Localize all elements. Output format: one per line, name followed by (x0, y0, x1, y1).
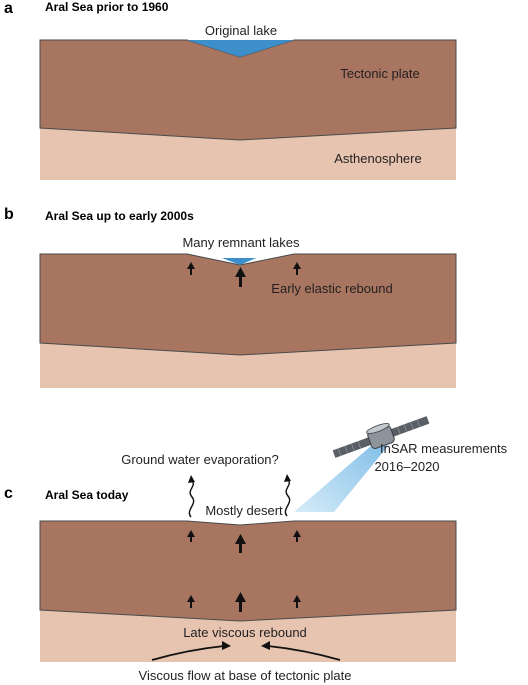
small-up-arrow-icon (293, 530, 301, 542)
small-up-arrow-icon (293, 595, 301, 608)
insar-label-line2: 2016–2020 (374, 459, 439, 474)
mostly-desert-label: Mostly desert (205, 503, 283, 518)
original-lake-label: Original lake (205, 23, 277, 38)
panel-c-title: Aral Sea today (45, 488, 129, 502)
insar-label-line1: InSAR measurements (380, 441, 508, 456)
tectonic-plate-label: Tectonic plate (340, 66, 420, 81)
wavy-up-arrow-icon (188, 475, 195, 518)
remnant-lakes-label: Many remnant lakes (182, 235, 300, 250)
panel-a-letter: a (4, 0, 13, 17)
panel-a: a Aral Sea prior to 1960 Original lake T… (4, 0, 457, 180)
asthenosphere-label: Asthenosphere (334, 151, 421, 166)
wavy-up-arrow-icon (284, 474, 291, 517)
tectonic-plate-b (39, 253, 457, 356)
late-viscous-rebound-label: Late viscous rebound (183, 625, 307, 640)
small-up-arrow-icon (187, 262, 195, 275)
original-lake-shape (187, 40, 294, 57)
panel-b-title: Aral Sea up to early 2000s (45, 209, 194, 223)
viscous-flow-label: Viscous flow at base of tectonic plate (139, 668, 352, 683)
small-up-arrow-icon (187, 530, 195, 542)
large-up-arrow-icon (235, 267, 246, 287)
tectonic-plate-c (39, 520, 457, 622)
large-up-arrow-icon (235, 592, 246, 612)
remnant-lake-shape (222, 258, 256, 265)
panel-b-letter: b (4, 206, 14, 223)
early-rebound-label: Early elastic rebound (271, 281, 392, 296)
viscous-flow-arrow-left-icon (151, 641, 231, 661)
evaporation-label: Ground water evaporation? (121, 452, 279, 467)
insar-beam (294, 440, 388, 512)
panel-b: b Aral Sea up to early 2000s Many remnan… (4, 206, 457, 388)
small-up-arrow-icon (293, 262, 301, 275)
panel-a-title: Aral Sea prior to 1960 (45, 0, 169, 14)
satellite-icon (332, 416, 430, 458)
panel-c-letter: c (4, 485, 13, 502)
small-up-arrow-icon (187, 595, 195, 608)
large-up-arrow-icon (235, 534, 246, 553)
panel-c: c Aral Sea today InSAR measurements 2016… (4, 416, 508, 683)
tectonic-plate-a (39, 39, 457, 141)
viscous-flow-arrow-right-icon (261, 641, 341, 661)
